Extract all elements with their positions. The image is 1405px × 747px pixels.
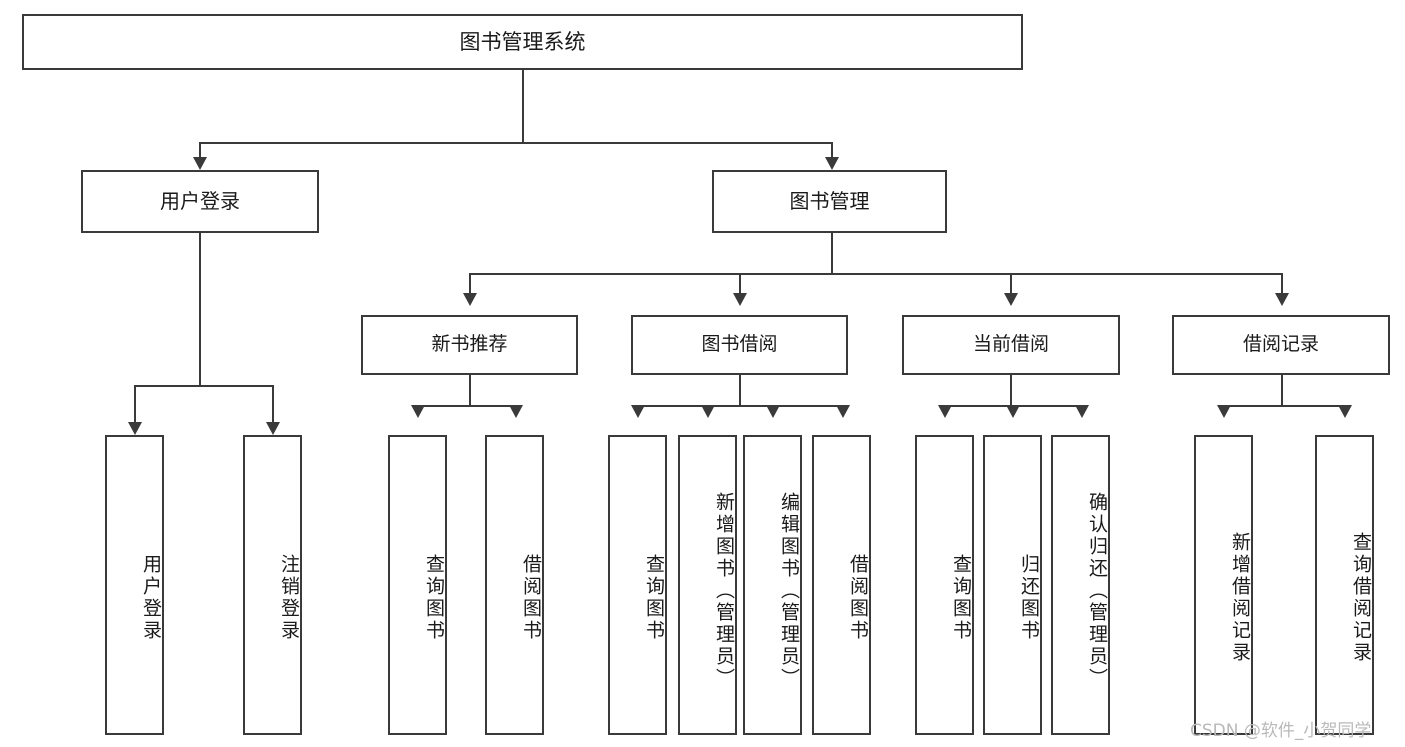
arrowhead-icon xyxy=(1004,293,1018,306)
arrowhead-icon xyxy=(128,422,142,435)
node-level2-0[interactable]: 新书推荐 xyxy=(361,315,578,375)
connector-line-vertical xyxy=(199,233,201,385)
connector-line-vertical xyxy=(272,385,274,422)
connector-line-horizontal xyxy=(1223,405,1344,407)
node-leaf-2[interactable]: 查询图书 xyxy=(388,435,447,735)
node-leaf-6[interactable]: 编辑图书（管理员） xyxy=(743,435,802,735)
node-root-图书管理系统[interactable]: 图书管理系统 xyxy=(22,14,1023,70)
connector-line-vertical xyxy=(522,70,524,142)
connector-line-horizontal xyxy=(637,405,842,407)
node-leaf-4[interactable]: 查询图书 xyxy=(608,435,667,735)
arrowhead-icon xyxy=(193,157,207,170)
node-level2-2[interactable]: 当前借阅 xyxy=(902,315,1120,375)
connector-line-vertical xyxy=(739,375,741,405)
connector-line-vertical xyxy=(1281,273,1283,293)
node-leaf-0[interactable]: 用户登录 xyxy=(105,435,164,735)
arrowhead-icon xyxy=(1075,405,1089,418)
arrowhead-icon xyxy=(463,293,477,306)
arrowhead-icon xyxy=(938,405,952,418)
connector-line-vertical xyxy=(739,273,741,293)
node-leaf-3[interactable]: 借阅图书 xyxy=(485,435,544,735)
node-level1-0[interactable]: 用户登录 xyxy=(81,170,319,233)
arrowhead-icon xyxy=(631,405,645,418)
node-level2-3[interactable]: 借阅记录 xyxy=(1172,315,1390,375)
arrowhead-icon xyxy=(1275,293,1289,306)
connector-line-vertical xyxy=(1281,375,1283,405)
connector-line-vertical xyxy=(1010,375,1012,405)
node-leaf-5[interactable]: 新增图书（管理员） xyxy=(678,435,737,735)
arrowhead-icon xyxy=(733,293,747,306)
arrowhead-icon xyxy=(1338,405,1352,418)
connector-line-vertical xyxy=(831,233,833,273)
node-level2-1[interactable]: 图书借阅 xyxy=(631,315,848,375)
connector-line-horizontal xyxy=(469,273,1281,275)
arrowhead-icon xyxy=(266,422,280,435)
connector-line-vertical xyxy=(469,273,471,293)
connector-line-vertical xyxy=(199,142,201,157)
connector-line-horizontal xyxy=(417,405,515,407)
connector-line-vertical xyxy=(831,142,833,157)
node-leaf-10[interactable]: 确认归还（管理员） xyxy=(1051,435,1110,735)
node-leaf-7[interactable]: 借阅图书 xyxy=(812,435,871,735)
node-leaf-1[interactable]: 注销登录 xyxy=(243,435,302,735)
node-leaf-8[interactable]: 查询图书 xyxy=(915,435,974,735)
watermark-label: CSDN @软件_小贺同学 xyxy=(1190,721,1372,741)
node-leaf-12[interactable]: 查询借阅记录 xyxy=(1315,435,1374,735)
arrowhead-icon xyxy=(1006,405,1020,418)
arrowhead-icon xyxy=(411,405,425,418)
arrowhead-icon xyxy=(836,405,850,418)
connector-line-vertical xyxy=(469,375,471,405)
connector-line-horizontal xyxy=(134,385,272,387)
connector-line-vertical xyxy=(134,385,136,422)
node-leaf-11[interactable]: 新增借阅记录 xyxy=(1194,435,1253,735)
connector-line-vertical xyxy=(1010,273,1012,293)
node-leaf-9[interactable]: 归还图书 xyxy=(983,435,1042,735)
arrowhead-icon xyxy=(509,405,523,418)
arrowhead-icon xyxy=(701,405,715,418)
arrowhead-icon xyxy=(766,405,780,418)
arrowhead-icon xyxy=(1217,405,1231,418)
arrowhead-icon xyxy=(825,157,839,170)
connector-line-horizontal xyxy=(199,142,831,144)
node-level1-1[interactable]: 图书管理 xyxy=(712,170,947,233)
